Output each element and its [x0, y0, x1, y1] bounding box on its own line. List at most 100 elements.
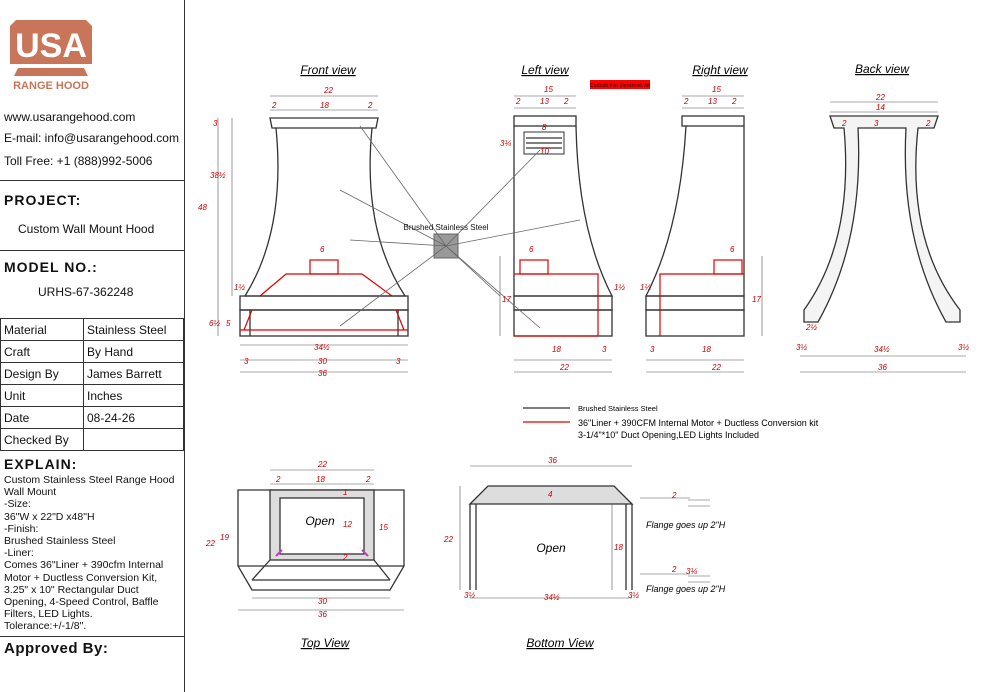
- top-dim-lines: [238, 469, 404, 611]
- material-label: Brushed Stainless Steel: [404, 223, 489, 232]
- svg-text:2: 2: [367, 101, 373, 110]
- svg-text:22: 22: [559, 363, 569, 372]
- property-key: Checked By: [0, 428, 84, 451]
- model-value: URHS-67-362248: [38, 285, 134, 299]
- project-value: Custom Wall Mount Hood: [18, 222, 155, 236]
- property-value: Inches: [83, 384, 184, 407]
- model-heading: MODEL NO.:: [4, 259, 98, 275]
- property-key: Unit: [0, 384, 84, 407]
- bottom-view-title: Bottom View: [526, 636, 594, 650]
- svg-text:18: 18: [320, 101, 329, 110]
- svg-text:2: 2: [342, 553, 348, 562]
- svg-text:1½: 1½: [234, 283, 245, 292]
- svg-text:48: 48: [198, 203, 207, 212]
- svg-text:2½: 2½: [805, 323, 817, 332]
- svg-text:19: 19: [220, 533, 229, 542]
- svg-text:18: 18: [552, 345, 561, 354]
- divider: [0, 636, 184, 637]
- svg-text:22: 22: [317, 460, 327, 469]
- svg-text:1½: 1½: [614, 283, 625, 292]
- front-view-drawing: [239, 117, 409, 337]
- svg-text:36: 36: [878, 363, 887, 372]
- svg-text:2: 2: [671, 491, 677, 500]
- property-value: Stainless Steel: [83, 318, 184, 341]
- bottom-open-label: Open: [536, 541, 566, 555]
- top-open-label: Open: [305, 514, 335, 528]
- svg-text:22: 22: [205, 539, 215, 548]
- svg-text:13: 13: [708, 97, 717, 106]
- svg-text:22: 22: [875, 93, 885, 102]
- svg-text:3½: 3½: [958, 343, 969, 352]
- back-view-title: Back view: [855, 62, 910, 76]
- front-liner: [240, 259, 408, 331]
- left-view-drawing: [513, 115, 614, 337]
- svg-text:2: 2: [925, 119, 931, 128]
- svg-text:2: 2: [365, 475, 371, 484]
- svg-text:RANGE HOOD: RANGE HOOD: [13, 80, 89, 92]
- svg-text:34½: 34½: [544, 593, 560, 602]
- svg-text:30: 30: [318, 357, 327, 366]
- svg-text:2: 2: [731, 97, 737, 106]
- svg-text:USA: USA: [15, 27, 87, 65]
- property-key: Design By: [0, 362, 84, 385]
- legend-liner: 36"Liner + 390CFM Internal Motor + Ductl…: [578, 418, 821, 440]
- svg-text:6½: 6½: [209, 319, 220, 328]
- right-view-drawing: [644, 115, 745, 337]
- property-value: James Barrett: [83, 362, 184, 385]
- approved-heading: Approved By:: [4, 640, 109, 657]
- divider: [0, 250, 184, 251]
- svg-text:3: 3: [244, 357, 249, 366]
- svg-text:3: 3: [213, 119, 218, 128]
- right-view-title: Right view: [692, 63, 749, 77]
- svg-text:3½: 3½: [796, 343, 807, 352]
- technical-drawing: Front view Left view Right view Back vie…: [198, 62, 969, 650]
- svg-text:12: 12: [343, 520, 352, 529]
- corner-mark: [361, 549, 369, 557]
- svg-text:4: 4: [548, 490, 553, 499]
- explain-text: Custom Stainless Steel Range Hood Wall M…: [4, 474, 175, 633]
- cutout-label: Cutouts For Returned Air: [590, 83, 651, 89]
- bottom-view-drawing: [468, 485, 634, 590]
- property-value: 08-24-26: [83, 406, 184, 429]
- svg-text:2: 2: [683, 97, 689, 106]
- top-view-drawing: [237, 489, 405, 591]
- svg-text:3: 3: [396, 357, 401, 366]
- divider: [0, 180, 184, 181]
- svg-text:36: 36: [548, 456, 557, 465]
- svg-text:2: 2: [271, 101, 277, 110]
- svg-text:22: 22: [711, 363, 721, 372]
- svg-text:3¼: 3¼: [686, 567, 697, 576]
- front-view-title: Front view: [300, 63, 357, 77]
- svg-text:6: 6: [529, 245, 534, 254]
- svg-text:2: 2: [671, 565, 677, 574]
- svg-text:15: 15: [544, 85, 553, 94]
- svg-text:5: 5: [226, 319, 231, 328]
- left-view-title: Left view: [521, 63, 570, 77]
- svg-text:14: 14: [876, 103, 885, 112]
- left-liner: [514, 259, 599, 337]
- svg-text:36: 36: [318, 369, 327, 378]
- svg-text:6: 6: [730, 245, 735, 254]
- svg-text:2: 2: [515, 97, 521, 106]
- bottom-dim-lines: [459, 465, 710, 599]
- svg-text:15: 15: [379, 523, 388, 532]
- svg-text:2: 2: [563, 97, 569, 106]
- svg-text:30: 30: [318, 597, 327, 606]
- svg-text:2: 2: [275, 475, 281, 484]
- property-value: [83, 428, 184, 451]
- property-key: Craft: [0, 340, 84, 363]
- svg-text:10: 10: [540, 147, 549, 156]
- svg-text:38½: 38½: [210, 171, 226, 180]
- right-liner: [659, 259, 744, 336]
- email-text: E-mail: info@usarangehood.com: [4, 131, 179, 145]
- project-heading: PROJECT:: [4, 192, 82, 208]
- property-key: Date: [0, 406, 84, 429]
- top-view-title: Top View: [301, 636, 351, 650]
- svg-text:17: 17: [502, 295, 511, 304]
